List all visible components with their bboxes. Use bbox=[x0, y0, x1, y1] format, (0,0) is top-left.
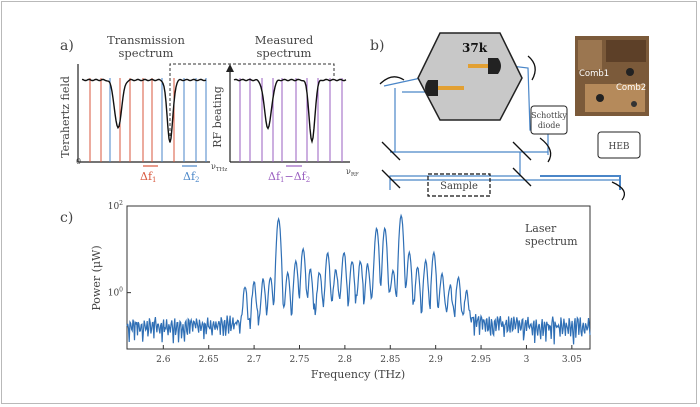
comb2-label: Comb2 bbox=[616, 83, 646, 93]
measured-title-line1: Measured bbox=[255, 33, 314, 47]
connector-dashed bbox=[169, 63, 335, 136]
transmission-curve bbox=[81, 78, 207, 143]
x-tick-label: 3 bbox=[524, 355, 530, 365]
comb-photo-block-1 bbox=[578, 40, 602, 70]
x-tick-label: 2.7 bbox=[247, 355, 262, 365]
mirror-heb bbox=[611, 181, 626, 201]
x-tick-label: 2.95 bbox=[471, 355, 491, 365]
laser-rod-1 bbox=[468, 64, 494, 68]
x-tick-label: 2.9 bbox=[429, 355, 444, 365]
x-tick-label: 2.8 bbox=[338, 355, 353, 365]
schottky-box bbox=[530, 105, 568, 135]
schottky-label-line2: diode bbox=[538, 121, 561, 130]
mirror-schottky bbox=[539, 137, 552, 163]
x-tick-label: 2.6 bbox=[156, 355, 171, 365]
x-tick-label: 2.85 bbox=[380, 355, 400, 365]
dfdiff-label: Δf1−Δf2 bbox=[268, 170, 310, 184]
transmission-title-line2: spectrum bbox=[119, 46, 174, 60]
spectrum-series-line bbox=[126, 213, 591, 345]
heb-box bbox=[597, 131, 641, 159]
comb-photo-block-3 bbox=[585, 84, 645, 112]
laser-head-1 bbox=[488, 58, 501, 74]
beam-left-vertical bbox=[390, 88, 396, 153]
sample-label: Sample bbox=[440, 181, 478, 192]
annotation-line2: spectrum bbox=[525, 235, 578, 248]
mirror-left-1 bbox=[381, 141, 401, 161]
mirrors bbox=[379, 55, 626, 201]
x-label-rf: νRF bbox=[346, 167, 359, 178]
x-tick-label: 2.75 bbox=[289, 355, 309, 365]
x-tick-label: 3.05 bbox=[562, 355, 582, 365]
transmission-title-line1: Transmission bbox=[107, 33, 185, 47]
y-tick-label: 100 bbox=[108, 287, 123, 299]
comb-photo-block-2 bbox=[606, 40, 646, 62]
laser-head-2 bbox=[425, 80, 438, 96]
plot-frame bbox=[126, 205, 591, 350]
x-tick-label: 2.65 bbox=[199, 355, 219, 365]
df1-label: Δf1 bbox=[140, 170, 156, 184]
x-axis-label: Frequency (THz) bbox=[311, 368, 405, 381]
df2-label: Δf2 bbox=[183, 170, 199, 184]
panel-a: a) Transmission spectrum Measured spectr… bbox=[59, 33, 359, 184]
y-label-terahertz: Terahertz field bbox=[59, 76, 72, 158]
left-comb-lines bbox=[89, 78, 207, 162]
panel-b-label: b) bbox=[370, 38, 384, 54]
cryostat-hexagon bbox=[417, 32, 523, 121]
comb-photo-screw-2 bbox=[596, 94, 604, 102]
mirror-right-1 bbox=[512, 141, 532, 161]
panel-b: b) Comb1 Comb2 bbox=[370, 32, 649, 201]
panel-a-label: a) bbox=[60, 38, 74, 54]
comb-photo-screw-1 bbox=[626, 68, 634, 76]
x-label-thz: νTHz bbox=[211, 162, 227, 173]
beam-to-heb bbox=[540, 175, 621, 190]
right-comb-lines bbox=[239, 78, 343, 162]
laser-rod-2 bbox=[438, 86, 464, 90]
schottky-label-line1: Schottky bbox=[531, 111, 567, 120]
x-ticks: 2.6 2.65 2.7 2.75 2.8 2.85 2.9 2.95 3 3.05 bbox=[156, 345, 582, 365]
comb-photo-screw-3 bbox=[631, 101, 637, 107]
annotation-line1: Laser bbox=[525, 222, 557, 235]
y-axis-label: Power (μW) bbox=[90, 245, 103, 310]
origin-label: 0 bbox=[76, 157, 81, 166]
y-ticks: 102 100 bbox=[108, 200, 131, 299]
mirror-left-2 bbox=[381, 169, 401, 189]
cryostat-temp-label: 37k bbox=[462, 41, 488, 55]
beam-sample-loop bbox=[389, 152, 521, 190]
sample-box bbox=[427, 173, 491, 197]
measured-title-line2: spectrum bbox=[257, 46, 312, 60]
mirror-top-left bbox=[379, 76, 405, 85]
panel-c: c) 2.6 2.65 2.7 2.75 2.8 2.85 2.9 2.95 3 3.05 102… bbox=[60, 200, 591, 381]
measured-curve bbox=[233, 78, 347, 144]
comb1-label: Comb1 bbox=[579, 69, 609, 79]
mirror-top-right bbox=[527, 55, 536, 81]
y-label-rf: RF beating bbox=[211, 86, 224, 148]
y-tick-label: 102 bbox=[108, 200, 123, 212]
heb-label: HEB bbox=[608, 142, 629, 152]
mirror-right-2 bbox=[512, 167, 532, 187]
panel-c-label: c) bbox=[60, 210, 73, 226]
right-y-arrow bbox=[226, 64, 234, 72]
